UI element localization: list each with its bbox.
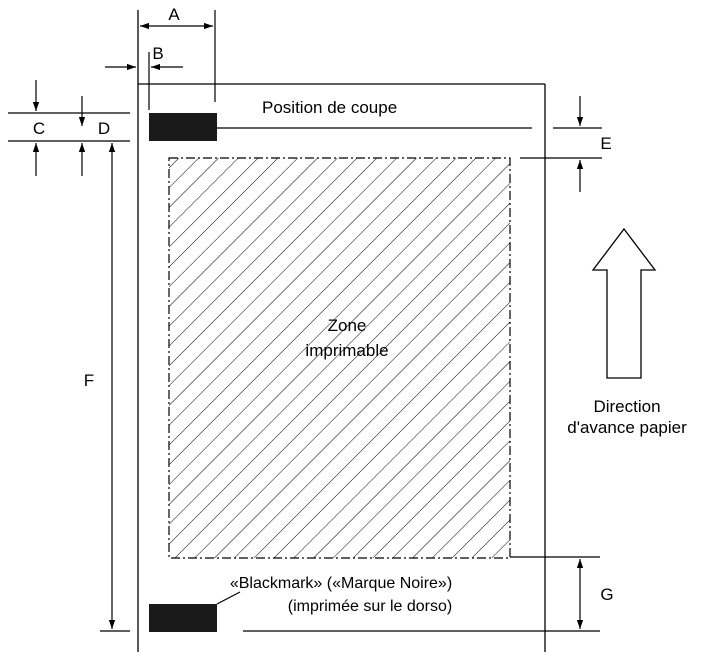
label-e: E <box>600 134 611 153</box>
printable-zone-line1: Zone <box>328 316 367 335</box>
blackmark-bottom <box>149 604 217 632</box>
blackmark-leader <box>216 591 241 605</box>
feed-direction-line1: Direction <box>593 397 660 416</box>
dimension-f <box>100 143 130 632</box>
dimension-a <box>140 10 216 102</box>
label-f: F <box>84 371 94 390</box>
label-g: G <box>600 585 613 604</box>
dimension-b <box>105 52 183 110</box>
dimension-c-d <box>8 80 130 176</box>
feed-direction-line2: d'avance papier <box>567 418 687 437</box>
label-b: B <box>152 44 163 63</box>
dimension-g <box>510 556 600 629</box>
printable-zone <box>168 157 511 559</box>
blackmark-label-line1: «Blackmark» («Marque Noire») <box>230 575 452 592</box>
blackmark-label-line2: (imprimée sur le dorso) <box>288 598 452 615</box>
blackmark-top <box>149 113 217 141</box>
label-a: A <box>168 5 180 24</box>
dimension-e <box>520 96 602 192</box>
cut-position-label: Position de coupe <box>262 98 397 117</box>
printable-zone-line2: imprimable <box>305 341 388 360</box>
label-c: C <box>33 119 45 138</box>
label-d: D <box>98 119 110 138</box>
feed-direction-arrow-icon <box>591 227 657 379</box>
